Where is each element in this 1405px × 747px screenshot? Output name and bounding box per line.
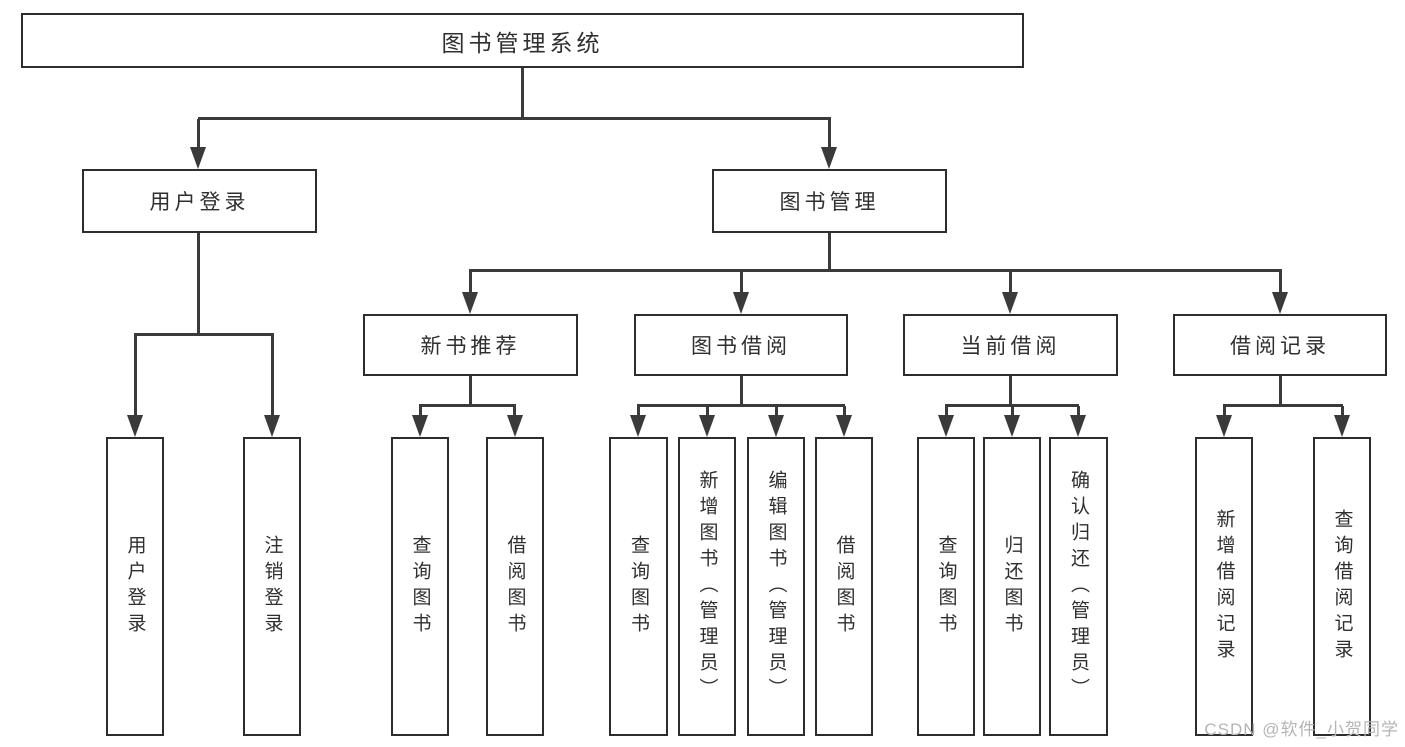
- arrowhead-down-icon: [190, 147, 206, 169]
- leaf-label: 编辑图书（管理员）: [765, 469, 787, 704]
- arrowhead-down-icon: [1272, 292, 1288, 314]
- node-label: 当前借阅: [960, 335, 1061, 358]
- leaf-label: 新增借阅记录: [1213, 508, 1235, 665]
- connector-line: [197, 119, 200, 149]
- connector-line: [513, 406, 516, 417]
- connector-line: [1279, 271, 1282, 294]
- leaf-query-books-1: 查询图书: [391, 437, 449, 736]
- leaf-add-borrow-record: 新增借阅记录: [1195, 437, 1253, 736]
- leaf-label: 借阅图书: [833, 534, 855, 639]
- connector-line: [828, 119, 831, 149]
- arrowhead-down-icon: [630, 415, 646, 437]
- arrowhead-down-icon: [462, 292, 478, 314]
- connector-line: [1341, 406, 1344, 417]
- node-label: 图书管理系统: [441, 29, 604, 56]
- leaf-label: 借阅图书: [504, 534, 526, 639]
- connector-line: [1223, 404, 1343, 407]
- node-book-borrowing: 图书借阅: [634, 314, 848, 376]
- watermark: CSDN @软件_小贺同学: [1204, 720, 1399, 739]
- connector-line: [1011, 406, 1014, 417]
- leaf-label: 查询图书: [935, 534, 957, 639]
- leaf-return-books: 归还图书: [983, 437, 1041, 736]
- connector-line: [1009, 271, 1012, 294]
- connector-line: [1077, 406, 1080, 417]
- node-current-borrowing: 当前借阅: [903, 314, 1118, 376]
- leaf-label: 查询借阅记录: [1331, 508, 1353, 665]
- connector-line: [469, 271, 472, 294]
- connector-line: [945, 404, 1079, 407]
- connector-line: [469, 376, 472, 407]
- leaf-label: 查询图书: [409, 534, 431, 639]
- connector-line: [469, 269, 1282, 272]
- node-label: 新书推荐: [420, 335, 521, 358]
- arrowhead-down-icon: [1002, 292, 1018, 314]
- arrowhead-down-icon: [127, 415, 143, 437]
- node-new-book-recommendation: 新书推荐: [363, 314, 578, 376]
- leaf-borrow-books-2: 借阅图书: [815, 437, 873, 736]
- arrowhead-down-icon: [1216, 415, 1232, 437]
- connector-line: [271, 335, 274, 417]
- connector-line: [197, 233, 200, 336]
- connector-line: [945, 406, 948, 417]
- leaf-label: 注销登录: [261, 534, 283, 639]
- leaf-add-books-admin: 新增图书（管理员）: [678, 437, 736, 736]
- arrowhead-down-icon: [1334, 415, 1350, 437]
- connector-line: [637, 406, 640, 417]
- node-book-management: 图书管理: [712, 169, 947, 233]
- connector-line: [740, 376, 743, 407]
- leaf-label: 确认归还（管理员）: [1068, 469, 1089, 704]
- connector-line: [1009, 376, 1012, 407]
- connector-line: [419, 404, 516, 407]
- arrowhead-down-icon: [768, 415, 784, 437]
- node-borrowing-records: 借阅记录: [1173, 314, 1387, 376]
- leaf-confirm-return-admin: 确认归还（管理员）: [1049, 437, 1108, 736]
- leaf-query-books-3: 查询图书: [917, 437, 975, 736]
- arrowhead-down-icon: [836, 415, 852, 437]
- connector-line: [1279, 376, 1282, 407]
- connector-line: [521, 68, 524, 120]
- arrowhead-down-icon: [699, 415, 715, 437]
- connector-line: [134, 335, 137, 417]
- leaf-user-login: 用户登录: [106, 437, 164, 736]
- node-label: 图书借阅: [691, 335, 791, 358]
- connector-line: [740, 271, 743, 294]
- leaf-edit-books-admin: 编辑图书（管理员）: [747, 437, 805, 736]
- connector-line: [828, 233, 831, 272]
- connector-line: [775, 406, 778, 417]
- node-library-management-system: 图书管理系统: [21, 13, 1024, 68]
- node-label: 借阅记录: [1230, 335, 1330, 358]
- node-user-login: 用户登录: [82, 169, 317, 233]
- leaf-label: 新增图书（管理员）: [696, 469, 718, 704]
- leaf-label: 用户登录: [124, 534, 146, 639]
- leaf-label: 归还图书: [1001, 534, 1023, 639]
- connector-line: [1223, 406, 1226, 417]
- connector-line: [706, 406, 709, 417]
- arrowhead-down-icon: [412, 415, 428, 437]
- arrowhead-down-icon: [507, 415, 523, 437]
- node-label: 用户登录: [149, 191, 250, 214]
- leaf-query-borrow-record: 查询借阅记录: [1313, 437, 1371, 736]
- node-label: 图书管理: [779, 191, 880, 214]
- leaf-query-books-2: 查询图书: [609, 437, 668, 736]
- connector-line: [843, 406, 846, 417]
- arrowhead-down-icon: [938, 415, 954, 437]
- arrowhead-down-icon: [264, 415, 280, 437]
- arrowhead-down-icon: [1070, 415, 1086, 437]
- leaf-logout: 注销登录: [243, 437, 301, 736]
- arrowhead-down-icon: [1004, 415, 1020, 437]
- connector-line: [419, 406, 422, 417]
- leaf-borrow-books-1: 借阅图书: [486, 437, 544, 736]
- leaf-label: 查询图书: [628, 534, 649, 639]
- connector-line: [134, 333, 274, 336]
- connector-line: [198, 117, 831, 120]
- arrowhead-down-icon: [733, 292, 749, 314]
- connector-line: [637, 404, 845, 407]
- arrowhead-down-icon: [821, 147, 837, 169]
